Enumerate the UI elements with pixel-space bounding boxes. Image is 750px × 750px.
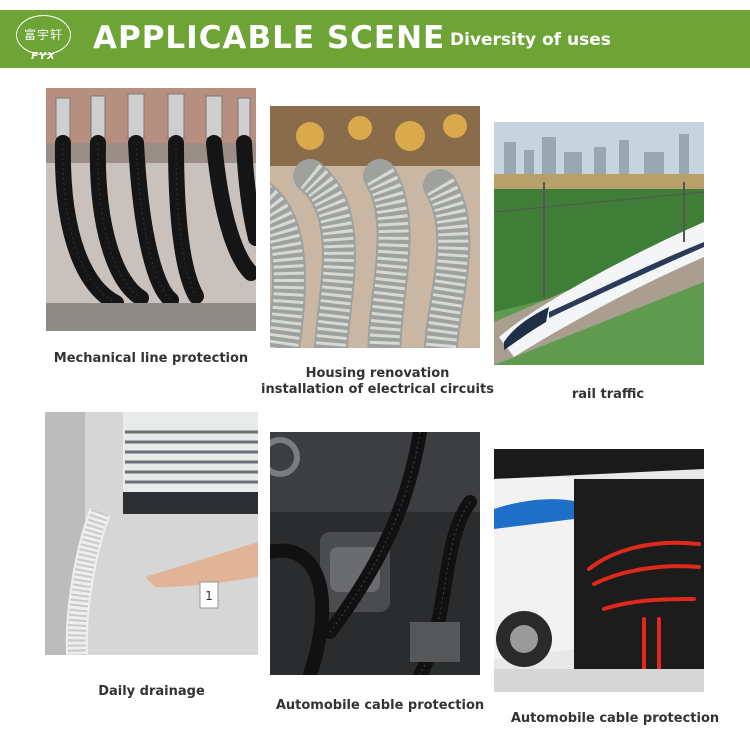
caption-bus-cable: Automobile cable protection [510, 711, 720, 726]
caption-rail-traffic: rail traffic [571, 387, 645, 402]
logo-oval [16, 15, 71, 55]
brand-logo: 富宇轩 FYX [16, 15, 73, 63]
housing-renovation-photo [270, 106, 480, 348]
caption-daily-drainage: Daily drainage [98, 684, 205, 699]
svg-text:1: 1 [205, 589, 213, 603]
rail-traffic-photo [494, 122, 704, 365]
bus-cable-photo [494, 449, 704, 692]
engine-cable-photo [270, 432, 480, 675]
header-banner [0, 10, 750, 68]
page-title: APPLICABLE SCENE [93, 20, 446, 56]
caption-housing-line1: Housing renovation [305, 366, 450, 381]
caption-housing-line2: installation of electrical circuits [261, 382, 494, 397]
caption-engine-cable: Automobile cable protection [275, 698, 485, 713]
mechanical-line-photo [46, 88, 256, 331]
daily-drainage-photo: 1 [45, 412, 258, 655]
logo-latin-text: FYX [31, 51, 56, 62]
logo-chinese-text: 富宇轩 [23, 28, 63, 42]
page-subtitle: Diversity of uses [450, 30, 611, 50]
caption-mechanical-line: Mechanical line protection [53, 351, 249, 366]
